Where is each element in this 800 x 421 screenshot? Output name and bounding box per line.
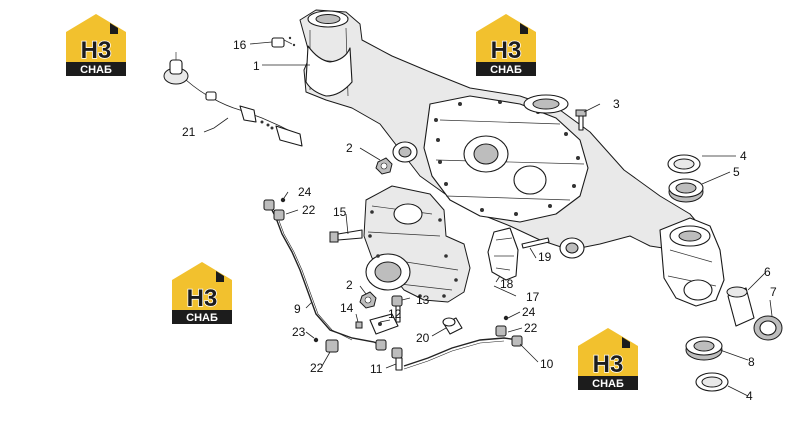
callout-12: 12	[388, 307, 402, 321]
bolt-3	[575, 109, 587, 131]
screw-24a	[280, 197, 286, 203]
callout-4: 4	[740, 149, 747, 163]
sensor-21	[163, 52, 303, 147]
seal-4a	[667, 154, 701, 174]
clip-22c	[495, 325, 507, 337]
nut-2a	[375, 157, 393, 175]
sleeve-6	[726, 286, 755, 327]
watermark-big-text: Н3	[187, 285, 218, 312]
watermark-big-text: Н3	[81, 37, 112, 64]
bolt-15	[329, 229, 363, 243]
sleeve-20	[442, 317, 463, 335]
watermark-small-text: СНАБ	[186, 312, 218, 324]
seal-4b	[695, 372, 729, 392]
clip-22b	[325, 339, 339, 353]
callout-9: 9	[294, 302, 301, 316]
union-11	[391, 347, 403, 371]
watermark-big-text: Н3	[593, 351, 624, 378]
bearing-8	[685, 336, 723, 361]
callout-16: 16	[233, 38, 247, 52]
callout-6: 6	[764, 265, 771, 279]
leader-lines	[203, 41, 773, 397]
callout-17: 17	[526, 290, 540, 304]
differential-carrier	[363, 185, 550, 303]
clip-22a	[273, 209, 285, 221]
screw-23	[313, 337, 319, 343]
callout-3: 3	[613, 97, 620, 111]
bracket-12	[369, 313, 399, 335]
watermark-logo: Н3 СНАБ	[578, 328, 638, 390]
brake-line-10	[403, 335, 523, 370]
callout-21: 21	[182, 125, 196, 139]
callout-1: 1	[253, 59, 260, 73]
callout-14: 14	[340, 301, 354, 315]
plug-16	[271, 36, 296, 48]
watermark-big-text: Н3	[491, 37, 522, 64]
watermark-small-text: СНАБ	[490, 64, 522, 76]
callout-24: 24	[298, 185, 312, 199]
axle-housing	[299, 9, 725, 307]
screw-14	[355, 321, 363, 329]
watermark-logo: Н3 СНАБ	[66, 14, 126, 76]
callout-22: 22	[310, 361, 324, 375]
fitting-13	[391, 295, 403, 323]
nut-2b	[359, 291, 377, 309]
callout-24: 24	[522, 305, 536, 319]
callout-23: 23	[292, 325, 306, 339]
brake-line-9	[263, 199, 387, 351]
callout-22: 22	[524, 321, 538, 335]
callout-19: 19	[538, 250, 552, 264]
callout-15: 15	[333, 205, 347, 219]
watermark-small-text: СНАБ	[80, 64, 112, 76]
screw-24b	[503, 315, 509, 321]
callout-5: 5	[733, 165, 740, 179]
seal-7	[753, 315, 783, 341]
bearing-5	[668, 178, 704, 203]
watermark-logo: Н3 СНАБ	[172, 262, 232, 324]
watermark-logo: Н3 СНАБ	[476, 14, 536, 76]
callout-22: 22	[302, 203, 316, 217]
callout-labels: 1 2 2 3 4 4 5 6 7 8 9 10 11 12 13 14 15 …	[182, 38, 777, 403]
callout-2: 2	[346, 278, 353, 292]
callout-11: 11	[370, 362, 383, 376]
watermark-small-text: СНАБ	[592, 378, 624, 390]
callout-10: 10	[540, 357, 554, 371]
callout-18: 18	[500, 277, 514, 291]
callout-8: 8	[748, 355, 755, 369]
callout-2: 2	[346, 141, 353, 155]
callout-13: 13	[416, 293, 430, 307]
callout-7: 7	[770, 285, 777, 299]
callout-20: 20	[416, 331, 430, 345]
callout-4: 4	[746, 389, 753, 403]
